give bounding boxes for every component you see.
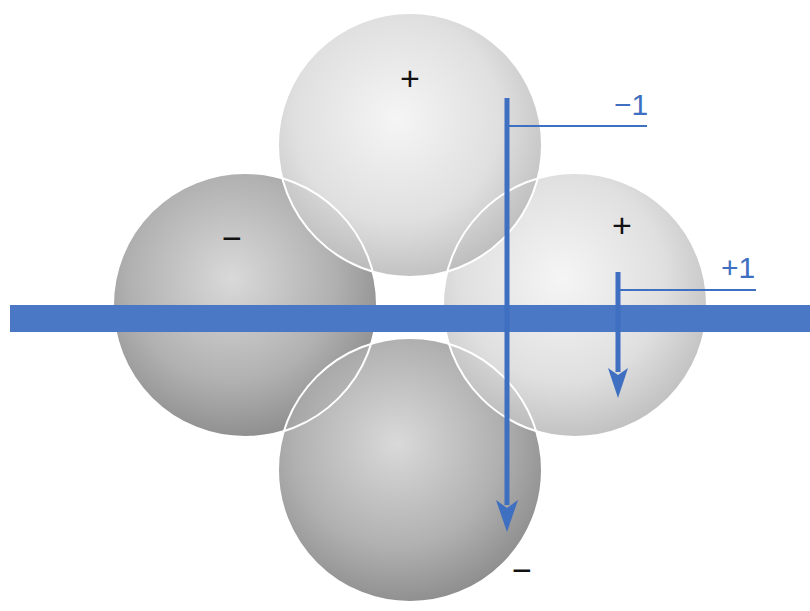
phase-sign: +	[612, 208, 632, 242]
mirror-plane	[10, 305, 810, 332]
arrow-head	[496, 500, 518, 532]
leader-line	[618, 289, 756, 291]
symmetry-arrows	[496, 98, 756, 532]
arrow-head	[608, 368, 628, 398]
callout-number: −1	[614, 90, 648, 120]
phase-sign: −	[512, 553, 532, 587]
phase-sign: +	[400, 61, 420, 95]
arrow-shaft	[616, 272, 621, 372]
callout-number: +1	[721, 253, 755, 283]
phase-sign: −	[222, 221, 242, 255]
leader-line	[507, 125, 647, 127]
arrow-shaft	[505, 98, 510, 505]
plus-lobe	[278, 13, 542, 277]
